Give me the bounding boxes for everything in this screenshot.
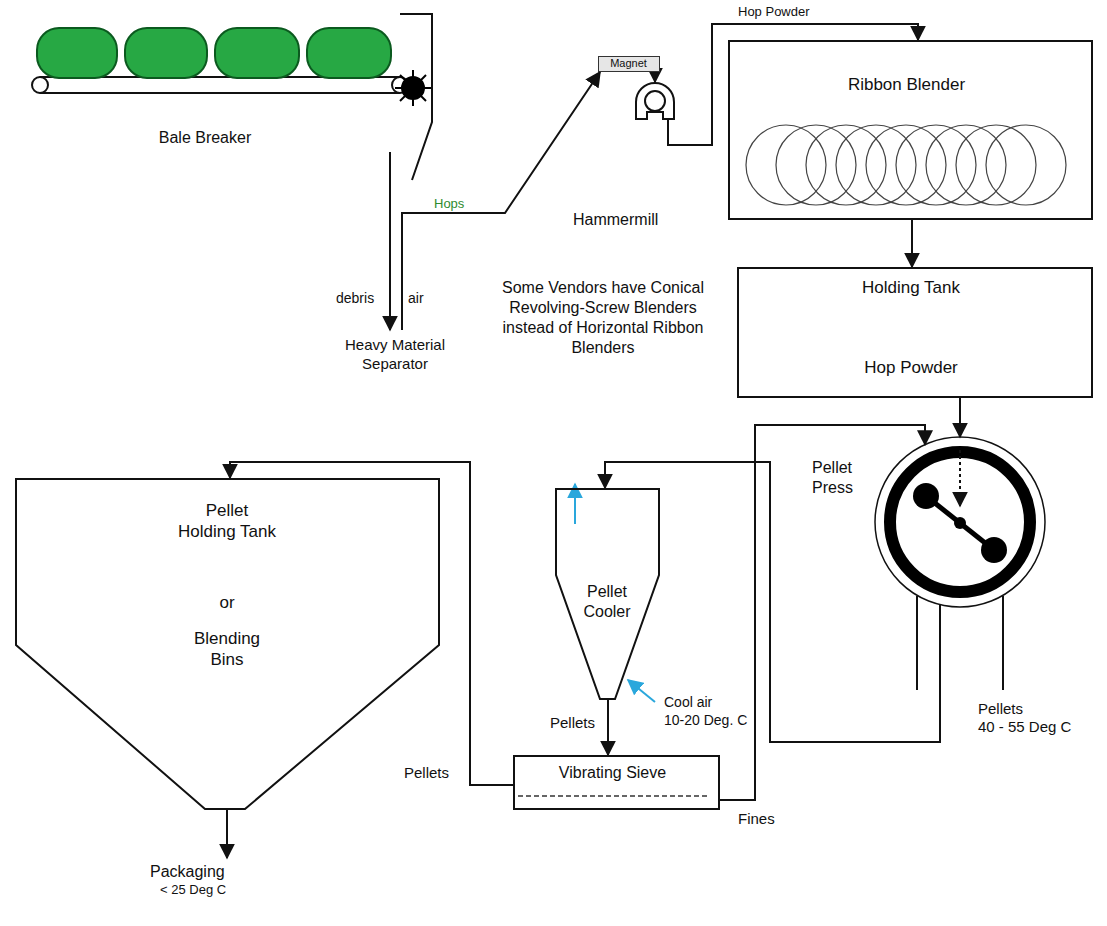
hammermill: Hammermill <box>633 82 677 120</box>
holding-bin: Pellet Holding Tank orBlending Bins <box>15 478 440 810</box>
flow-arrow <box>959 398 961 437</box>
ribbon-blender-blades <box>806 125 886 205</box>
node-title: Pellet Cooler <box>567 582 647 622</box>
hop-bale <box>37 28 391 78</box>
node-title: Holding Tank <box>739 277 1083 298</box>
node-title: Bale Breaker <box>137 128 273 148</box>
press-roller <box>981 537 1007 563</box>
press-housing <box>875 437 1045 607</box>
conveyor-belt <box>32 77 408 93</box>
pellet-press: Pellet Press <box>874 436 1046 608</box>
hammermill-rotor <box>645 91 665 111</box>
hop-bale <box>307 28 391 78</box>
conveyor-belt <box>40 92 400 94</box>
edge-label: Hops <box>432 196 466 212</box>
sieve-screen <box>518 795 707 797</box>
press-roller <box>913 483 939 509</box>
hop-bale <box>37 28 117 78</box>
ribbon-blender-blades <box>956 125 1036 205</box>
flow-label: Packaging <box>150 862 225 882</box>
ribbon-blender-blades <box>746 125 1066 205</box>
flow-arrow <box>230 462 513 785</box>
condition-label: Cool air <box>664 694 712 712</box>
process-box: Ribbon Blender <box>728 40 1093 220</box>
node-title: Pellet Press <box>812 458 868 498</box>
bin-outline <box>16 479 439 809</box>
flow-arrow <box>911 220 913 267</box>
node-text: Blending Bins <box>177 628 277 671</box>
ribbon-blender-blades <box>896 125 976 205</box>
bale-breaker: Bale Breaker <box>25 20 425 152</box>
node-title: Vibrating Sieve <box>515 763 710 783</box>
conveyor-belt <box>32 77 48 93</box>
flow-arrow <box>607 700 609 755</box>
pellet-cooler: Pellet Cooler <box>555 488 660 700</box>
packaging-arrow <box>226 810 228 858</box>
press-roller <box>954 517 966 529</box>
ribbon-blender-blades <box>776 125 856 205</box>
node-title: Heavy Material Separator <box>340 336 450 374</box>
flow-label: debris <box>336 290 374 308</box>
magnet-box: Magnet <box>598 56 660 72</box>
node-text: Hop Powder <box>739 357 1083 378</box>
flow-label: Pellets <box>978 700 1023 719</box>
condition-label: 40 - 55 Deg C <box>978 718 1071 737</box>
node-title: Ribbon Blender <box>730 74 1083 95</box>
press-die <box>890 452 1030 592</box>
sieve-box: Vibrating Sieve <box>513 755 720 810</box>
ribbon-blender-blades <box>746 125 826 205</box>
press-rotor <box>926 496 994 550</box>
cooler-outline <box>556 489 659 699</box>
breaker-wheel <box>400 75 426 101</box>
breaker-wheel <box>395 70 431 106</box>
ribbon-blender-blades <box>986 125 1066 205</box>
ribbon-blender-blades <box>866 125 946 205</box>
press-outlet <box>916 596 918 690</box>
press-outlet <box>917 596 1003 690</box>
edge-label: Hop Powder <box>736 4 812 20</box>
condition-label: < 25 Deg C <box>160 882 226 898</box>
hammermill-body <box>636 83 674 119</box>
node-text: or <box>177 592 277 613</box>
node-title: Magnet <box>599 57 658 70</box>
press-outline <box>874 436 1046 608</box>
chute <box>400 14 432 180</box>
edge-label: Pellets <box>402 764 451 782</box>
flow-arrow <box>389 152 391 330</box>
edge-label: Pellets <box>548 714 597 732</box>
node-title: Hammermill <box>573 210 683 230</box>
flow-arrow <box>720 425 925 800</box>
press-outlet <box>1002 596 1004 690</box>
cool-air-arrow <box>628 680 655 702</box>
hop-bale <box>125 28 207 78</box>
hammer-outline <box>633 82 677 120</box>
note: Some Vendors have Conical Revolving-Scre… <box>496 278 710 358</box>
condition-label: 10-20 Deg. C <box>664 712 747 730</box>
flow-label: air <box>408 290 424 308</box>
breaker-wheel <box>400 75 426 101</box>
ribbon-blender-blades <box>926 125 1006 205</box>
hop-bale <box>215 28 299 78</box>
tank-box: Holding TankHop Powder <box>737 267 1093 398</box>
ribbon-blender-blades <box>836 125 916 205</box>
feed-arrow <box>959 450 961 506</box>
separator: Heavy Material Separator <box>340 330 450 400</box>
edge-label: Fines <box>736 810 777 828</box>
node-title: Pellet Holding Tank <box>177 500 277 543</box>
flow-arrow <box>654 72 656 82</box>
